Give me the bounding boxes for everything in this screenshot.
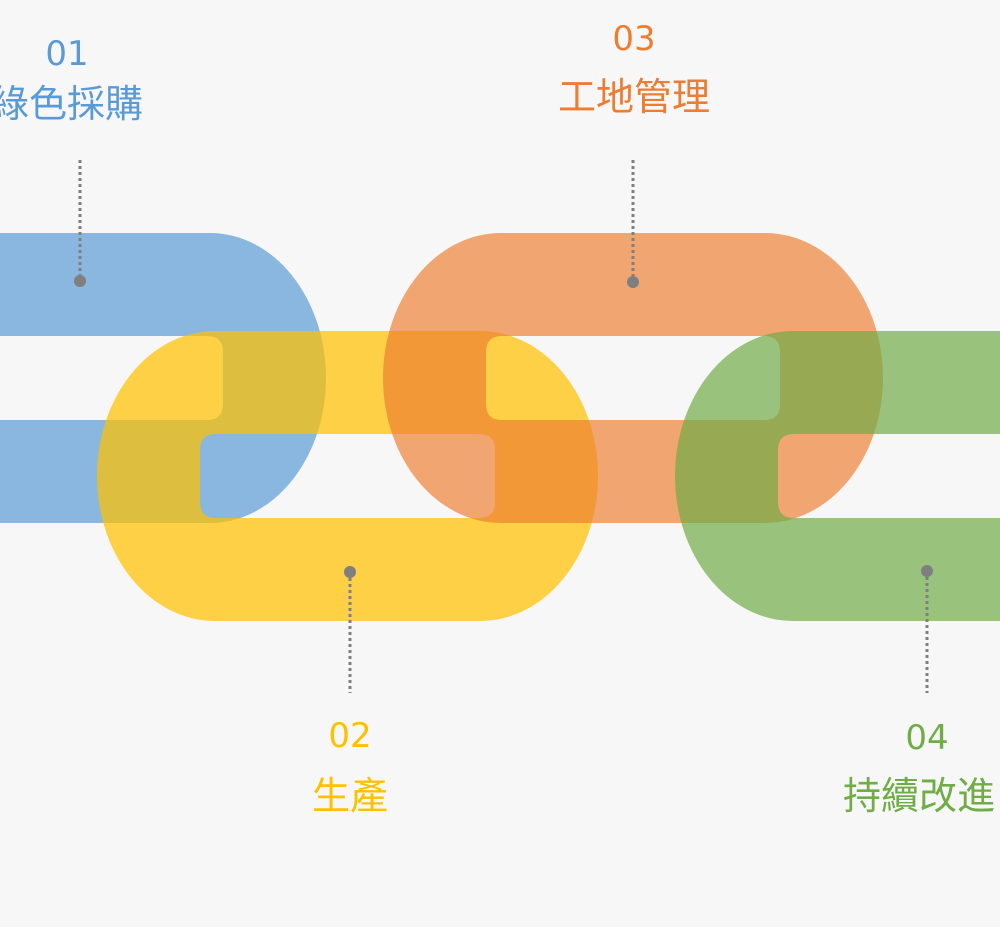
- step-title: 持續改進: [843, 774, 996, 818]
- step-label-02: 02 生產: [230, 716, 470, 820]
- step-title: 工地管理: [557, 75, 710, 119]
- step-number: 04: [905, 718, 949, 758]
- step-title: 綠色採購: [0, 82, 143, 126]
- step-label-01: 01 綠色採購: [0, 34, 187, 128]
- chain-link-04: [675, 331, 1000, 621]
- connector-dot-03: [627, 276, 639, 288]
- connectors: [78, 160, 929, 693]
- step-label-04: 04 持續改進: [807, 718, 1000, 820]
- connector-dot-01: [74, 275, 86, 287]
- step-number: 01: [45, 34, 89, 74]
- step-label-03: 03 工地管理: [514, 19, 754, 121]
- connector-dot-04: [921, 565, 933, 577]
- step-title: 生產: [311, 774, 388, 818]
- chain-link-01: [0, 233, 326, 523]
- step-number: 02: [328, 716, 372, 756]
- connector-dot-02: [344, 566, 356, 578]
- step-number: 03: [612, 19, 656, 59]
